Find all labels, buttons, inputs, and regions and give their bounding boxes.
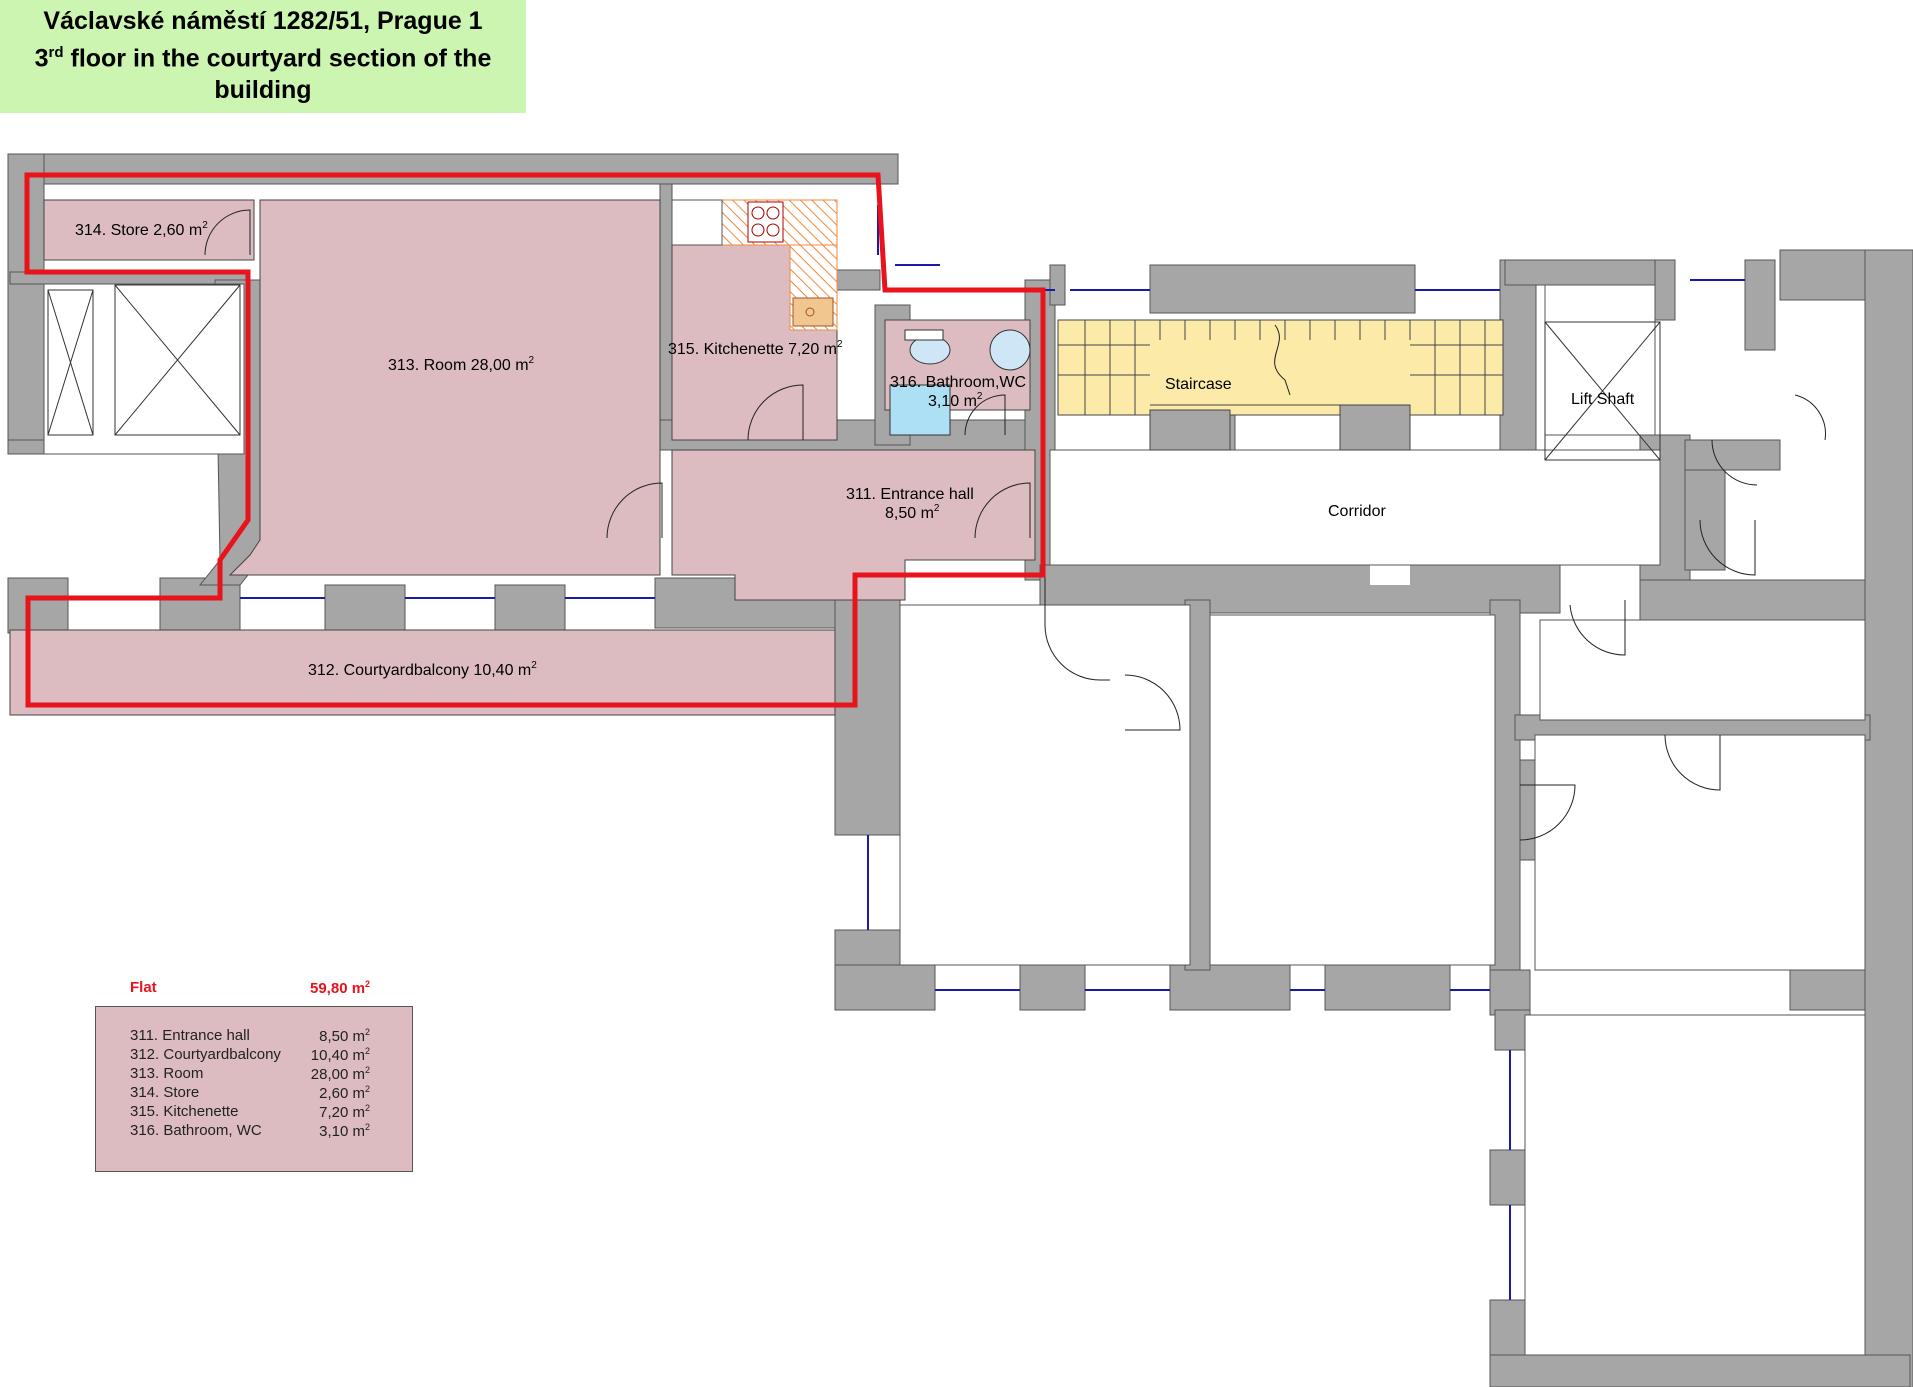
title-box: Václavské náměstí 1282/51, Prague 1 3rd …: [0, 0, 526, 113]
title-line-2: 3rd floor in the courtyard section of th…: [0, 37, 526, 74]
title-floor-suffix: rd: [48, 44, 64, 61]
label-store: 314. Store 2,60 m2: [75, 220, 208, 239]
staircase: [1057, 319, 1504, 451]
room-main: [228, 199, 661, 576]
lift-shaft-room: [1544, 284, 1656, 436]
doors: [204, 209, 1826, 841]
corridor-area: [1049, 449, 1661, 566]
label-kitchenette: 315. Kitchenette 7,20 m2: [668, 339, 843, 358]
label-staircase: Staircase: [1165, 376, 1232, 393]
room-entrance-hall: [671, 449, 1036, 601]
legend-flat-label: Flat: [130, 979, 157, 996]
title-floor-number: 3: [34, 44, 49, 73]
kitchen-fixtures: [671, 199, 838, 331]
label-lift-shaft: Lift Shaft: [1571, 391, 1635, 408]
title-line-1: Václavské náměstí 1282/51, Prague 1: [43, 7, 483, 35]
wall-staircase-top: [1149, 264, 1416, 314]
shafts: [47, 284, 1661, 461]
wall-top-left: [7, 153, 899, 185]
flat-outline: [24, 172, 1046, 708]
wall-right: [1864, 249, 1913, 1387]
legend-flat-total: 59,80 m2: [310, 979, 371, 997]
room-labels: 314. Store 2,60 m2 313. Room 28,00 m2 31…: [75, 220, 1635, 679]
room-balcony: [9, 629, 836, 716]
title-line-3: building: [214, 76, 312, 105]
legend-header: Flat 59,80 m2: [130, 979, 375, 997]
label-entrance-1: 311. Entrance hall: [846, 486, 974, 503]
label-bathroom-1: 316. Bathroom,WC: [890, 374, 1026, 391]
label-corridor: Corridor: [1328, 503, 1386, 520]
room-store: [43, 199, 255, 261]
bathroom-fixtures: [889, 329, 1031, 436]
label-bathroom-2: 3,10 m2: [928, 391, 983, 410]
label-entrance-2: 8,50 m2: [885, 503, 940, 522]
label-room: 313. Room 28,00 m2: [388, 355, 535, 374]
label-balcony: 312. Courtyardbalcony 10,40 m2: [308, 660, 537, 679]
title-line-2-text: floor in the courtyard section of the: [63, 44, 492, 73]
shaft-area: [43, 283, 245, 455]
flat-rooms: [9, 199, 1036, 716]
